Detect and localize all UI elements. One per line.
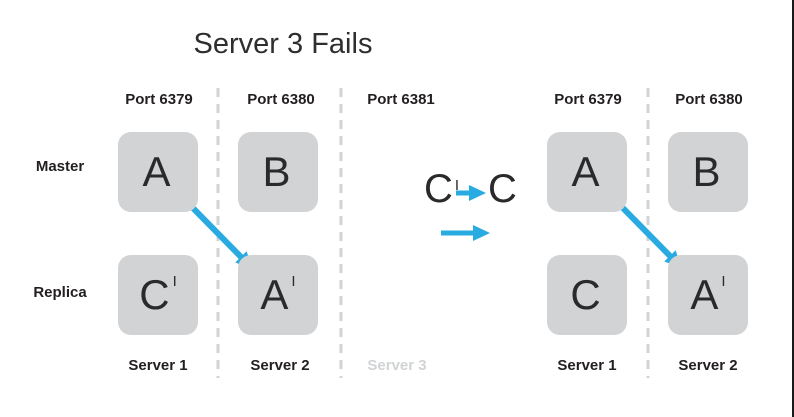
annotation-to-letter: C [488,167,517,211]
node-box-right-master-a: A [547,132,627,212]
port-label-6379-right: Port 6379 [554,91,622,108]
server-label-2-left: Server 2 [250,357,310,374]
node-box-left-master-a: A [118,132,198,212]
server-label-2-right: Server 2 [678,357,738,374]
node-letter: A [142,148,171,195]
annotation-from-letter: C [424,167,453,211]
node-box-right-master-b: B [668,132,748,212]
port-label-6380-right: Port 6380 [675,91,743,108]
server-label-1-left: Server 1 [128,357,188,374]
port-label-6379-left: Port 6379 [125,91,193,108]
diagram-title: Server 3 Fails [193,28,373,60]
node-letter: A [260,271,289,318]
prime-mark: I [172,272,177,290]
prime-mark: I [721,272,726,290]
node-letter: C [139,271,170,318]
replication-arrow-left [185,200,253,269]
server-label-3-failed: Server 3 [367,357,427,374]
replication-arrow-right [614,199,682,268]
port-label-6381-left: Port 6381 [367,91,435,108]
port-label-6380-left: Port 6380 [247,91,315,108]
node-letter: C [570,271,601,318]
row-label-replica: Replica [33,284,87,301]
node-letter: A [571,148,600,195]
row-label-master: Master [35,158,85,175]
node-letter: B [692,148,721,195]
annotation-to: C [488,169,517,209]
node-letter: B [262,148,291,195]
prime-mark: I [454,177,460,194]
node-letter: A [690,271,719,318]
node-box-right-replica-c: C [547,255,627,335]
node-box-left-master-b: B [238,132,318,212]
prime-mark: I [291,272,296,290]
server-label-1-right: Server 1 [557,357,617,374]
window-edge-line [792,0,794,417]
